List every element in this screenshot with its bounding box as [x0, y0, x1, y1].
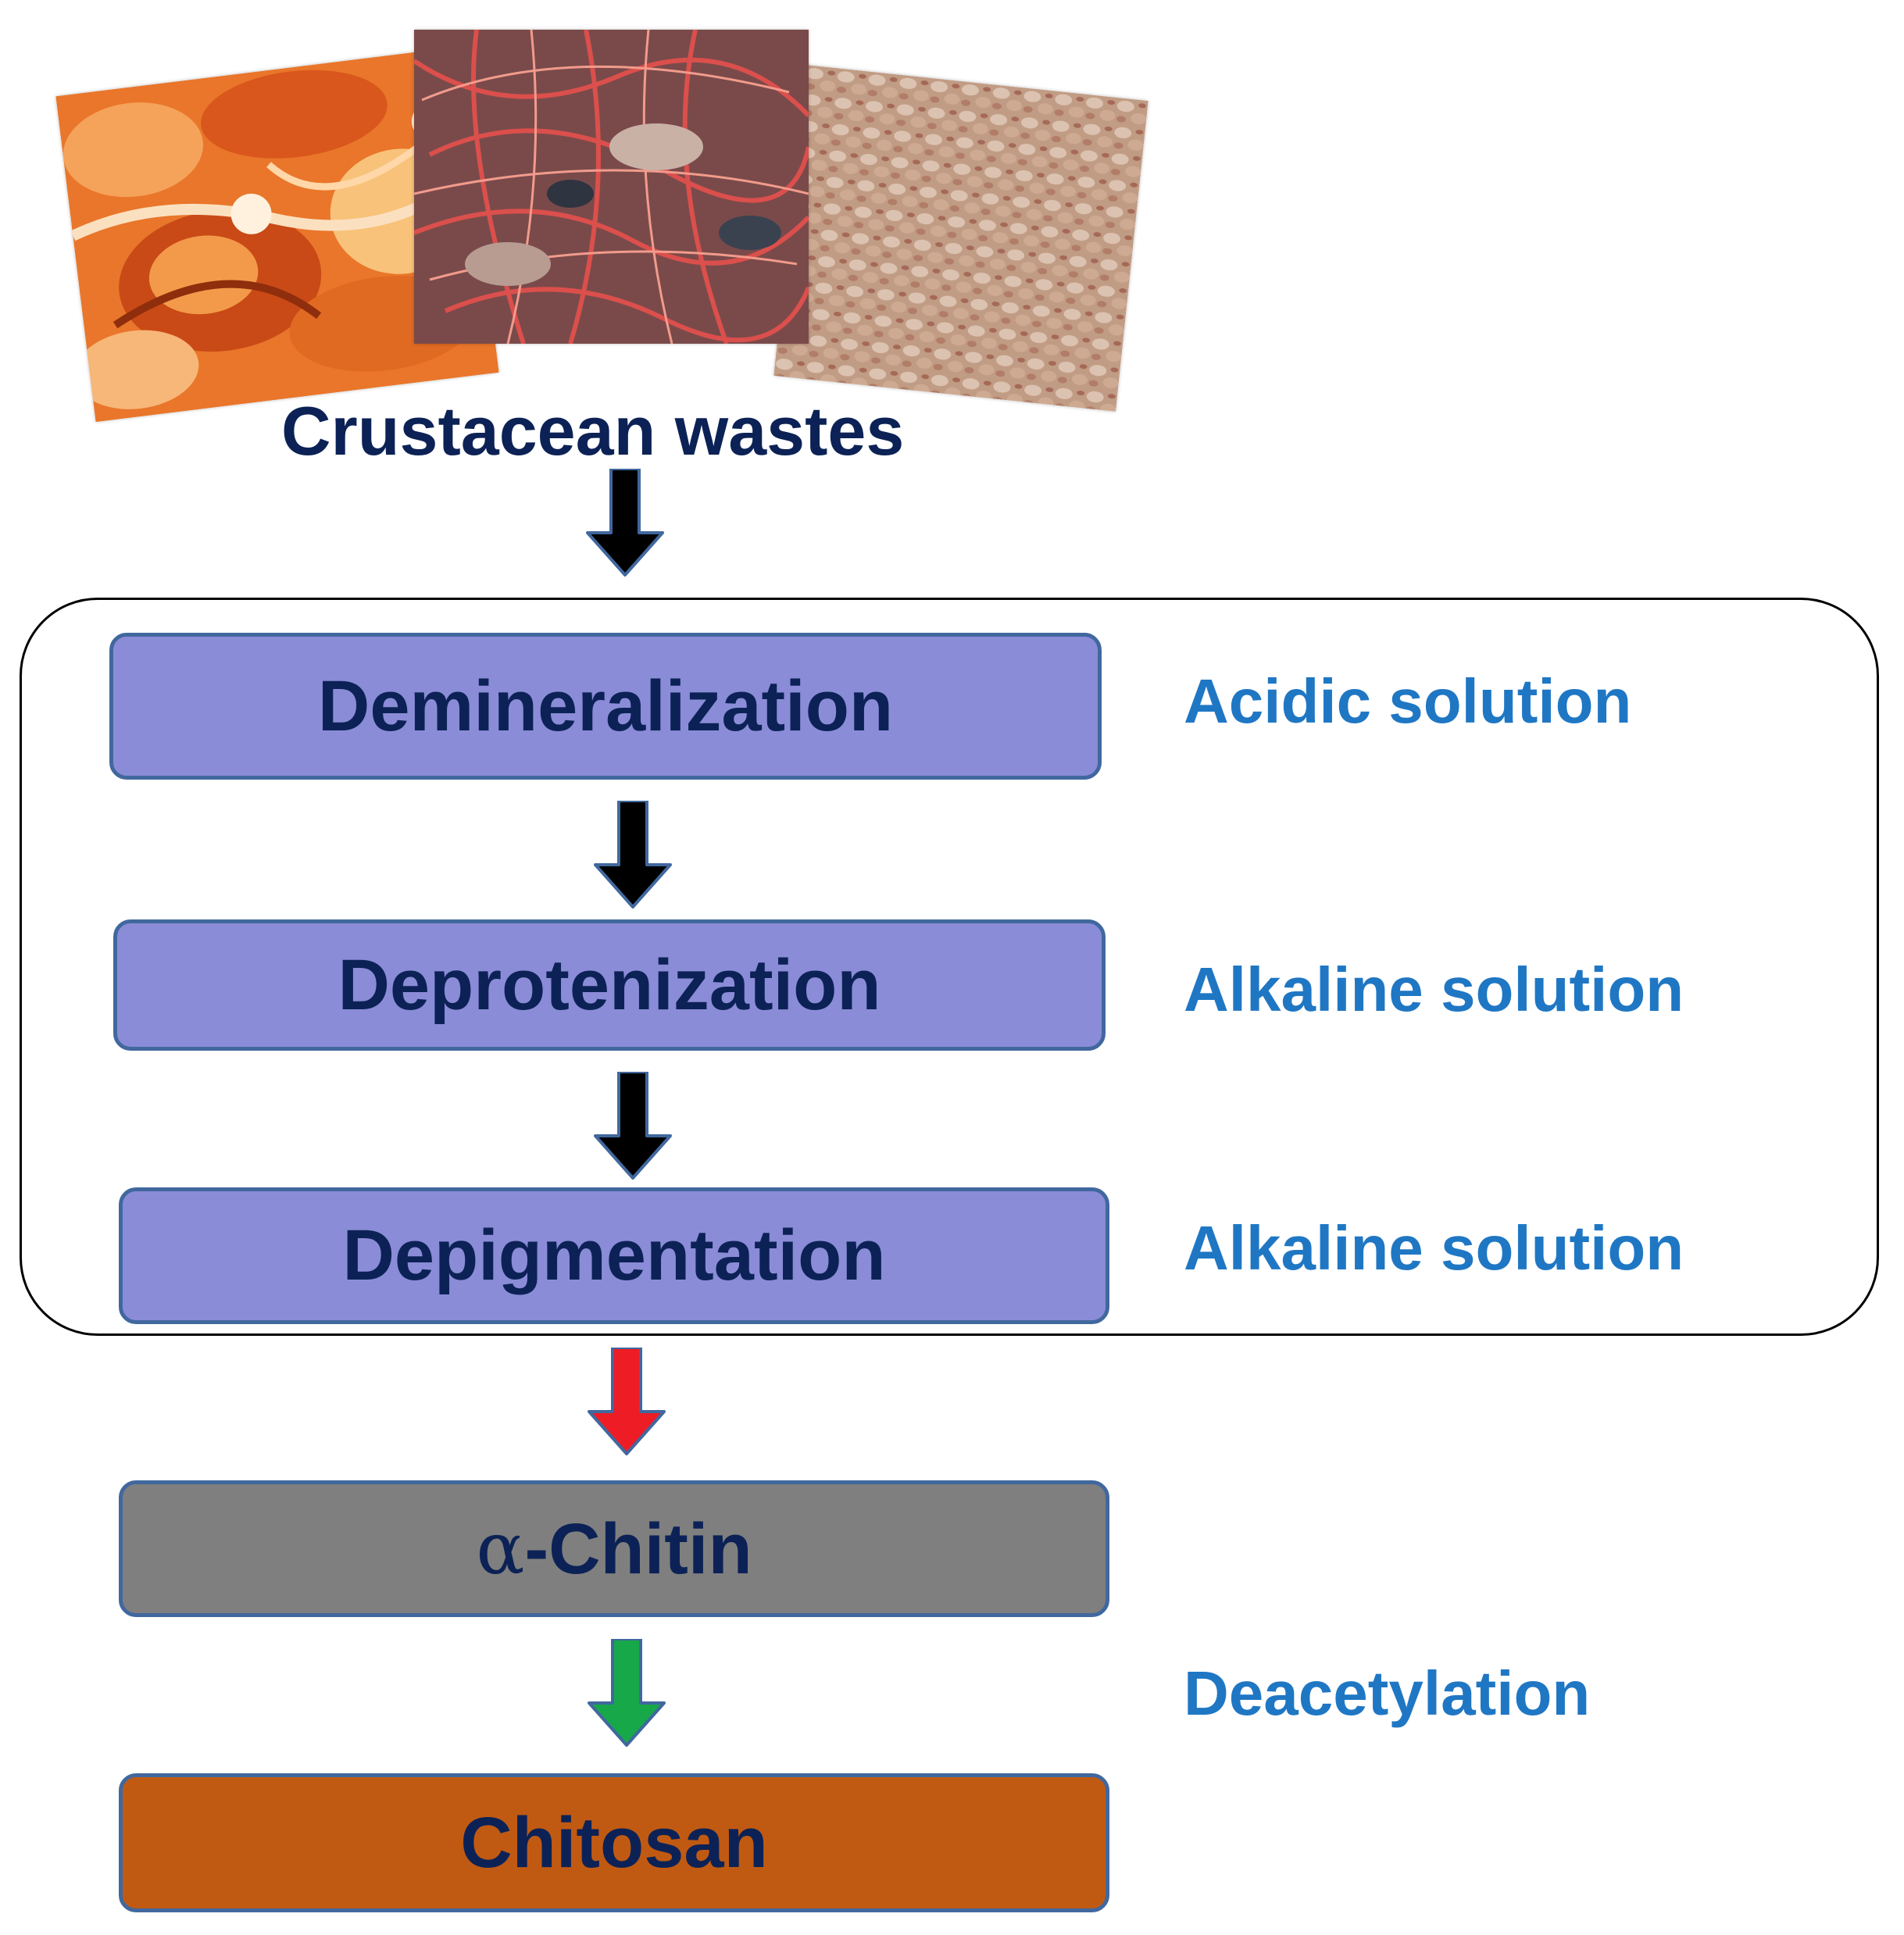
- alkaline-solution-label-1: Alkaline solution: [1184, 955, 1684, 1024]
- red-arrow-to-chitin: [588, 1348, 666, 1457]
- depigmentation-box: Depigmentation: [119, 1187, 1109, 1324]
- alpha-chitin-label: α-Chitin: [476, 1507, 752, 1590]
- arrow-to-process: [586, 469, 664, 578]
- crab-shells-photo: [55, 46, 499, 423]
- alpha-chitin-box: α-Chitin: [119, 1480, 1109, 1617]
- chitin-text: -Chitin: [524, 1509, 752, 1589]
- demineralization-label: Demineralization: [317, 666, 894, 746]
- deacetylation-label: Deacetylation: [1184, 1658, 1591, 1728]
- chitosan-box: Chitosan: [119, 1773, 1109, 1912]
- acidic-solution-label: Acidic solution: [1184, 666, 1632, 736]
- deprotenization-label: Deprotenization: [338, 944, 881, 1025]
- demineralization-box: Demineralization: [109, 633, 1102, 780]
- alpha-symbol: α: [476, 1507, 525, 1590]
- chitosan-label: Chitosan: [460, 1802, 768, 1883]
- shrimp-heads-photo: [414, 30, 809, 344]
- green-arrow-to-chitosan: [588, 1639, 666, 1748]
- depigmentation-label: Depigmentation: [342, 1216, 886, 1295]
- deprotenization-box: Deprotenization: [113, 919, 1106, 1051]
- shrimp-shells-photo: [773, 65, 1148, 412]
- crustacean-wastes-title: Crustacean wastes: [281, 392, 905, 469]
- pretreatment-frame: [20, 598, 1879, 1336]
- alkaline-solution-label-2: Alkaline solution: [1184, 1213, 1684, 1283]
- arrow-step1-to-step2: [594, 801, 672, 910]
- arrow-step2-to-step3: [594, 1072, 672, 1181]
